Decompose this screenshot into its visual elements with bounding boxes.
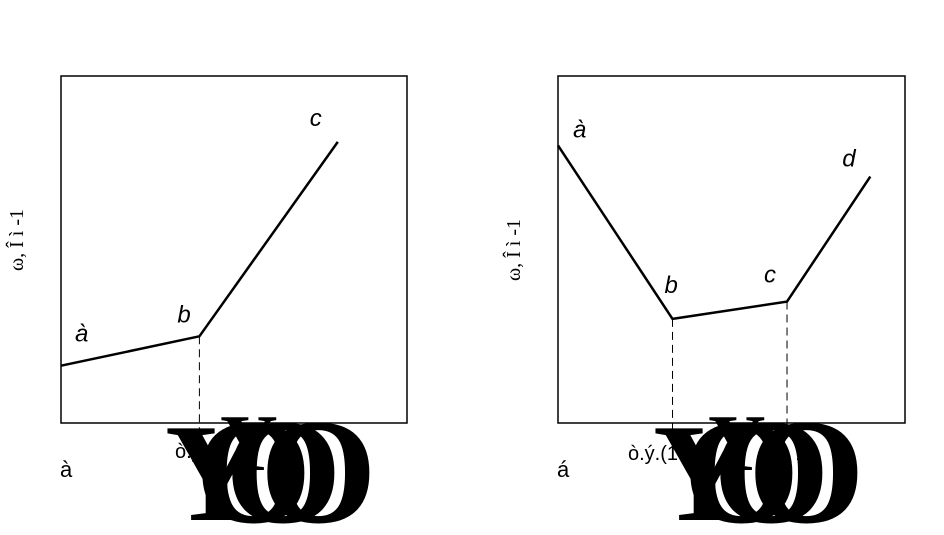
panel-2-point-label-c: c <box>764 262 776 289</box>
panel-2-point-label-b: b <box>665 272 678 299</box>
panel-2-glyph-artifact-5: Y <box>708 400 766 488</box>
panel-2-glyph-artifact-2: O <box>683 389 800 530</box>
panel-1-x-marker-label: ò.ý. <box>175 441 207 463</box>
panel-1-ylabel: ω, Î ì -1 <box>5 209 28 271</box>
panel-2-ylabel: ω, Î ì -1 <box>502 219 525 281</box>
panel-1-series-line <box>60 141 339 367</box>
panel-1-point-label-b: b <box>177 301 190 328</box>
panel-2-point-label-à: à <box>573 116 586 143</box>
panel-2-series-line <box>556 144 872 321</box>
panel-2-panel-label: á <box>557 457 570 482</box>
panel-2-glyph-artifact-1: Y <box>653 396 754 530</box>
panel-2-x-marker-label: ò.ý.(1 <box>628 443 678 465</box>
panel-1-glyph-artifact-3: O <box>225 389 342 530</box>
panel-1-glyph-artifact-5: Y <box>220 400 278 488</box>
panel-1-glyph-artifact-4: O <box>260 389 377 530</box>
panel-2-point-label-d: d <box>842 146 856 173</box>
panel-2-frame <box>557 75 906 424</box>
panel-2-glyph-artifact-3: O <box>713 389 830 530</box>
panel-1-point-label-à: à <box>75 321 88 348</box>
panel-1-panel-label: à <box>60 457 73 482</box>
panel-1-frame <box>60 75 408 424</box>
panel-1-point-label-c: c <box>310 105 322 132</box>
panel-1-glyph-artifact-2: O <box>195 389 312 530</box>
panel-2-x-marker-label-2: 2) <box>796 443 814 465</box>
panel-1-glyph-artifact-1: Y <box>165 396 266 530</box>
panel-2-glyph-artifact-4: O <box>748 389 865 530</box>
